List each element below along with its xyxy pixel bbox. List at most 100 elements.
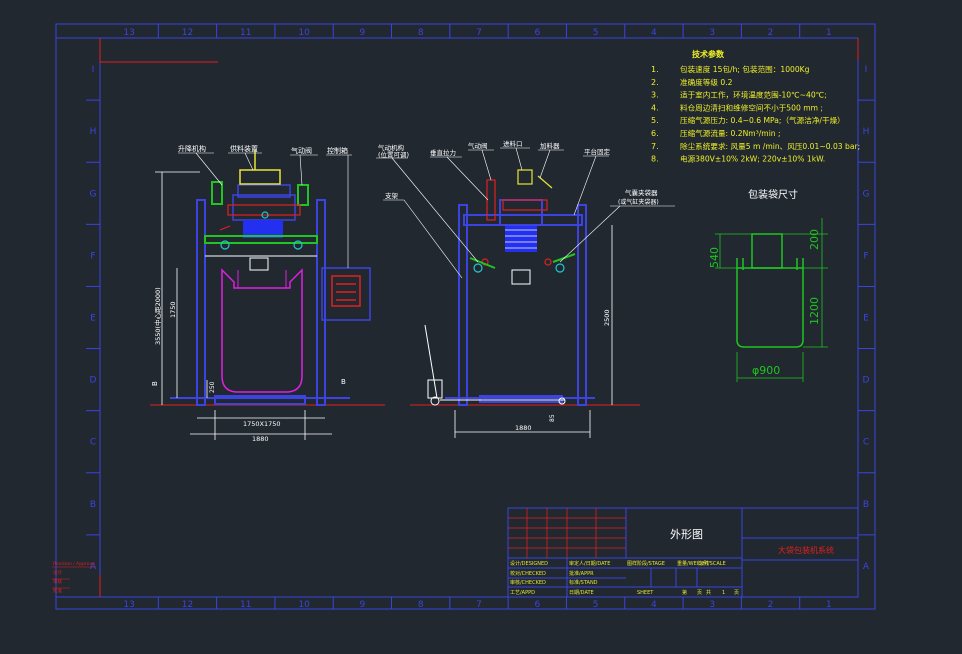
dim-base-gap: 250 [209,381,216,393]
tech-item-text: 电源380V±10% 2kW; 220v±10% 1kW. [680,154,825,164]
row-label-right: D [863,376,870,386]
label-inlet: 进料口 [503,139,523,148]
col-label-bottom: 9 [360,600,366,610]
row-label-left: E [90,314,96,324]
label-cabinet: 控制箱 [327,146,348,155]
tech-item-number: 7. [651,142,659,151]
label-lift: 升降机构 [178,144,206,153]
label-vertical-pull: 垂直拉力 [430,148,456,157]
bag-title: 包装袋尺寸 [748,188,798,201]
col-label-bottom: 5 [593,600,599,610]
title-block-cell: 校对/CHECKED [510,570,546,577]
bag-dim-width: φ900 [752,364,780,377]
col-label-top: 11 [240,28,251,38]
dim-height-total: 3550(中心距2000) [153,287,162,345]
tech-item-text: 适于室内工作，环境温度范围-10℃~40℃; [680,90,827,100]
tech-item-text: 准确度等级 0.2 [680,77,733,87]
label-side-valve: 气动阀 [468,141,488,150]
tech-item-text: 压缩气源流量: 0.2Nm³/min ; [680,128,781,138]
revision-text: 设计 [53,569,62,576]
label-cylinder-clamp: (或气缸夹袋器) [618,198,659,206]
row-label-right: I [865,65,868,75]
col-label-bottom: 1 [826,600,832,610]
row-label-right: H [863,127,870,137]
dim-side-height: 2500 [603,309,611,326]
col-label-top: 1 [826,28,832,38]
title-block-cell: 图样阶段/STAGE [627,560,665,567]
bag-dim-overall: 540 [708,247,721,268]
title-block-cell: 重量/WEIGHT [677,560,710,567]
col-label-bottom: 3 [709,600,715,610]
col-label-bottom: 8 [418,600,424,610]
tech-title: 技术参数 [692,49,725,59]
row-label-right: F [863,251,868,261]
side-view: 2500 1880 85 气动机构 (位置可调) 垂直拉力 气动阀 进料口 加料… [376,139,675,438]
title-block-cell: 批准/APPR [569,570,594,577]
label-feeder: 供料装置 [230,144,258,153]
tech-item-number: 1. [651,65,659,74]
label-support: 支架 [385,191,399,200]
revision-text: 审核 [53,578,62,585]
dim-side-width: 1880 [515,424,532,432]
bag-dim-body: 1200 [808,297,821,325]
bulk-bag-outline [221,268,303,393]
row-label-left: G [90,189,97,199]
title-block-cell: 页 [734,590,739,596]
row-label-left: C [90,438,96,448]
dim-side-lift: 85 [549,414,556,422]
row-label-right: B [863,500,869,510]
tech-item-number: 6. [651,129,659,138]
row-label-right: G [863,189,870,199]
row-label-right: C [863,438,869,448]
dim-width: 1880 [252,435,269,443]
title-block-cell: 共 [706,589,711,596]
tech-item-text: 除尘系统要求: 风量5 m /min、风压0.01~0.03 bar; [680,141,860,151]
tech-item-text: 包装速度 15包/h; 包装范围：1000Kg [680,64,810,74]
row-label-left: H [90,127,97,137]
title-block-cell: 1 [722,590,725,596]
label-adjustable: (位置可调) [378,150,409,159]
col-label-bottom: 12 [182,600,193,610]
section-left: B [151,381,159,386]
drawing-name: 外形图 [670,528,703,541]
col-label-top: 5 [593,28,599,38]
front-view: 升降机构 供料装置 气动阀 控制箱 3550(中心距2000) 1750 250… [150,144,385,443]
col-label-bottom: 10 [298,600,310,610]
bag-dimensions: 包装袋尺寸 200 1200 540 φ900 [708,188,828,382]
revision-text: Revision / Approve [53,561,95,567]
label-platform: 平台固定 [584,147,611,156]
col-label-top: 3 [709,28,715,38]
title-block-cell: 第 [682,589,687,596]
label-feeder-side: 加料器 [540,141,560,150]
title-block-cell: 标准/STAND [569,579,598,586]
col-label-top: 12 [182,28,193,38]
title-block-cell: 设计/DESIGNED [510,560,548,567]
col-label-top: 2 [768,28,774,38]
pallet-jack [424,324,566,406]
col-label-top: 4 [651,28,657,38]
row-label-left: B [90,500,96,510]
row-label-left: F [90,251,95,261]
row-label-left: D [90,376,97,386]
title-block-cell: 页 [697,590,702,596]
section-right: B [341,378,346,386]
label-bag-clamp: 气囊夹袋器 [625,188,658,197]
col-label-top: 13 [123,28,134,38]
col-label-bottom: 11 [240,600,251,610]
col-label-bottom: 7 [476,600,482,610]
col-label-bottom: 13 [123,600,134,610]
col-label-top: 10 [298,28,310,38]
row-label-right: E [863,314,869,324]
tech-item-text: 压缩气源压力: 0.4~0.6 MPa;（气源洁净/干燥） [680,115,845,125]
tech-item-number: 4. [651,103,659,112]
bag-dim-neck: 200 [808,229,821,250]
label-valve: 气动阀 [291,146,312,155]
label-pneumatic: 气动机构 [378,143,405,152]
